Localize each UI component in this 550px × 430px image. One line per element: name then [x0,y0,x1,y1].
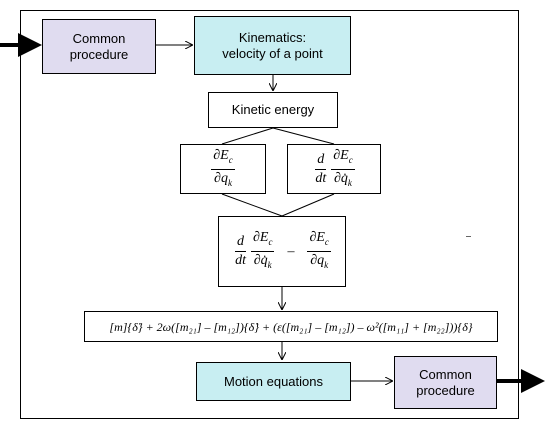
line-right-to-lagrange [281,193,335,217]
kinematics-box: Kinematics: velocity of a point [194,16,351,75]
time-derivative-box: d dt ∂Ec ∂q̇k [287,144,381,194]
motion-equations-label: Motion equations [223,373,323,389]
line-energy-to-left [221,127,274,145]
common-procedure-box-right: Common procedure [394,356,497,409]
tick-mark [466,236,471,237]
d-dt-fraction: d dt [315,151,327,186]
motion-equations-box: Motion equations [196,362,351,401]
common-procedure-label-right: Common procedure [416,366,475,398]
line-energy-to-right [272,127,335,145]
partial-ec-qk-box: ∂Ec ∂qk [180,144,266,194]
common-procedure-box-left: Common procedure [42,19,156,74]
lagrange-d-dt: d dt [235,234,246,268]
partial-ec-qdot-fraction: ∂Ec ∂q̇k [331,147,355,188]
kinematics-title: Kinematics: [238,29,307,45]
lagrange-minus: – [287,243,295,259]
lagrange-partial-qdot: ∂Ec ∂q̇k [250,230,275,270]
diagram-frame [20,10,519,419]
kinematics-subtitle: velocity of a point [222,45,323,61]
lagrange-partial-q: ∂Ec ∂qk [307,230,331,270]
motion-equation-text: [m]{δ̈} + 2ω([m₂₁] – [m₁₂]){δ̇} + (ε([m₂… [109,319,473,334]
line-left-to-lagrange [221,193,283,217]
kinetic-energy-label: Kinetic energy [231,102,315,117]
lagrange-expression-box: d dt ∂Ec ∂q̇k – ∂Ec ∂qk [218,216,346,287]
partial-ec-qk-fraction: ∂Ec ∂qk [211,147,235,188]
common-procedure-label-left: Common procedure [69,30,129,62]
motion-equation-box: [m]{δ̈} + 2ω([m₂₁] – [m₁₂]){δ̇} + (ε([m₂… [84,311,498,342]
kinetic-energy-box: Kinetic energy [208,92,338,128]
